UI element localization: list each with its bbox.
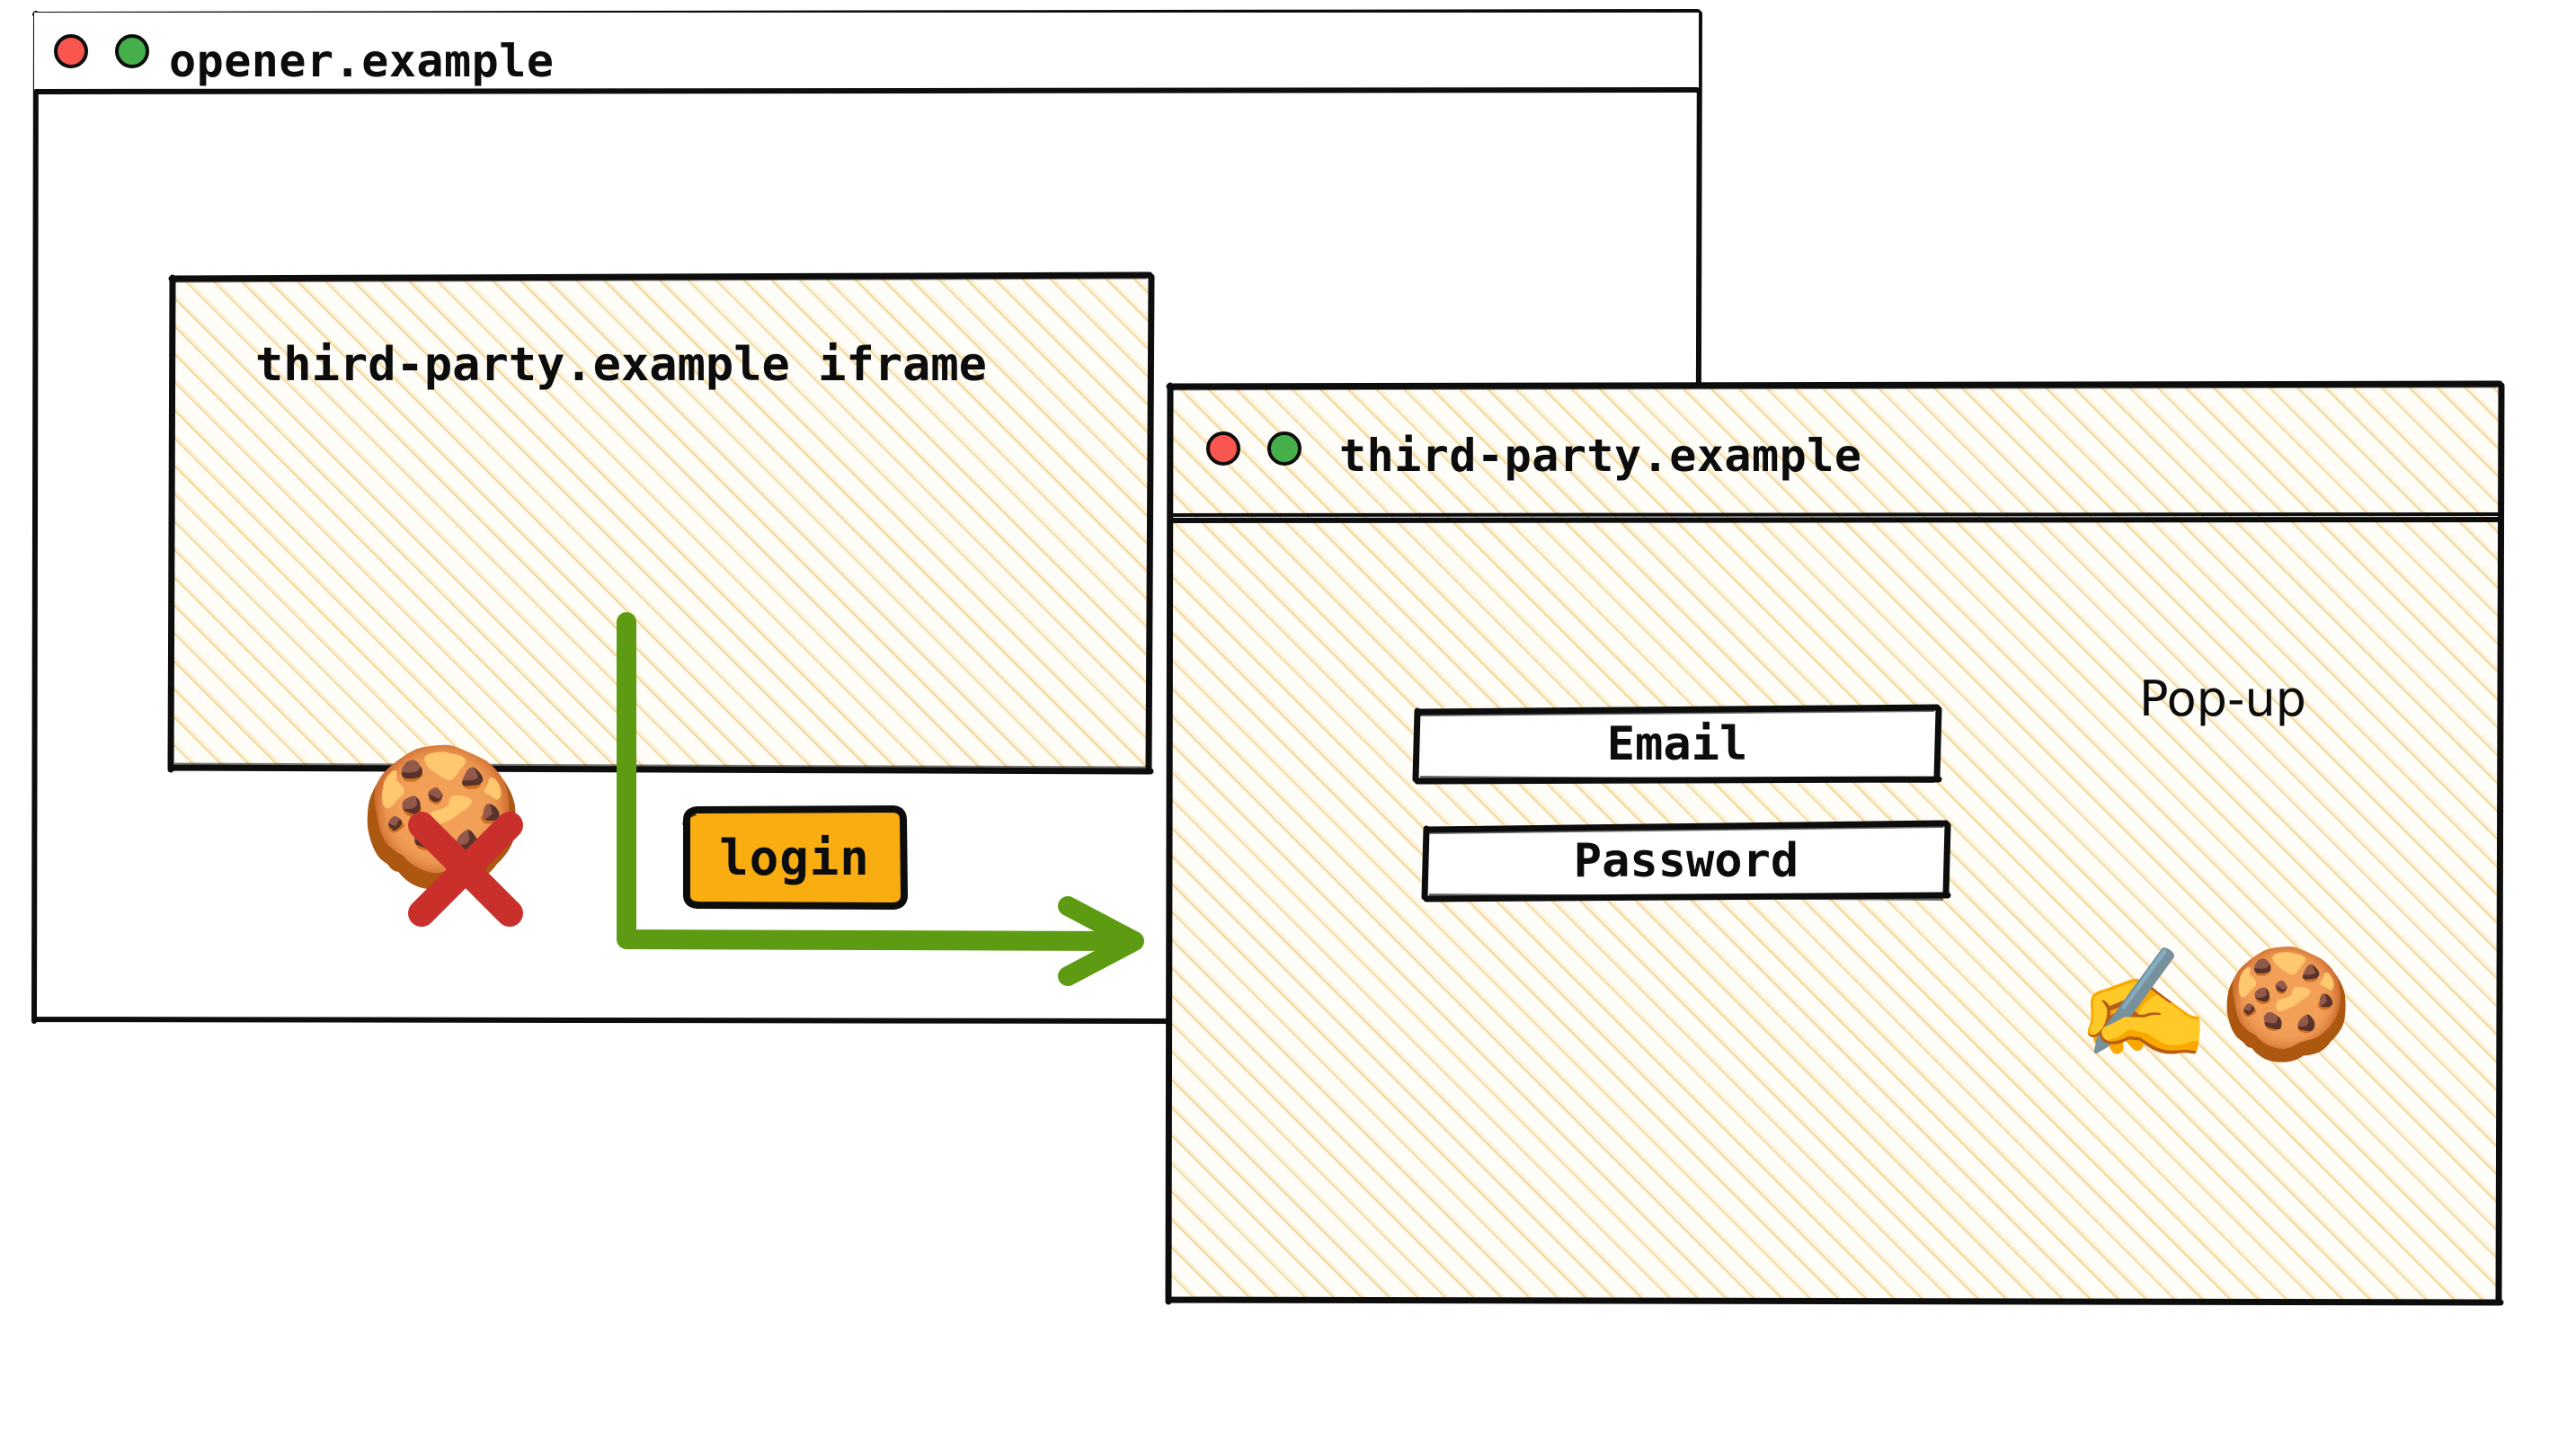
flow-arrow-icon	[617, 612, 1144, 986]
popup-browser-window: third-party.example Email Password	[1165, 380, 2505, 1306]
iframe-login-button-label: login	[719, 829, 870, 886]
email-field-label: Email	[1606, 717, 1748, 771]
popup-window-title: third-party.example	[1339, 430, 1862, 482]
cookie-write-indicator: ✍️ 🍪	[2076, 924, 2400, 1086]
close-dot-icon[interactable]	[1206, 431, 1240, 466]
third-party-iframe: third-party.example iframe 🍪 login	[167, 271, 1155, 927]
cookie-icon: 🍪	[2219, 942, 2354, 1067]
diagram-canvas: opener.example third-party.example ifram…	[31, 9, 2505, 1306]
email-field[interactable]: Email	[1412, 704, 1942, 785]
red-x-icon	[408, 812, 523, 927]
opener-window-title: opener.example	[169, 35, 555, 87]
opener-titlebar-divider	[33, 87, 1700, 94]
writing-hand-icon: ✍️	[2076, 942, 2211, 1067]
close-dot-icon[interactable]	[54, 34, 88, 68]
password-field-label: Password	[1573, 834, 1799, 888]
iframe-origin-label: third-party.example iframe	[255, 338, 987, 392]
maximize-dot-icon[interactable]	[115, 34, 149, 68]
maximize-dot-icon[interactable]	[1267, 431, 1301, 466]
popup-titlebar: third-party.example	[1168, 385, 2500, 518]
popup-annotation-label: Pop-up	[2139, 671, 2306, 727]
opener-titlebar: opener.example	[33, 13, 1700, 94]
blocked-cookie-indicator: 🍪	[358, 750, 529, 927]
popup-window-controls[interactable]	[1206, 431, 1301, 466]
opener-window-controls[interactable]	[54, 34, 149, 68]
iframe-login-button[interactable]: login	[682, 805, 908, 910]
password-field[interactable]: Password	[1421, 820, 1951, 902]
